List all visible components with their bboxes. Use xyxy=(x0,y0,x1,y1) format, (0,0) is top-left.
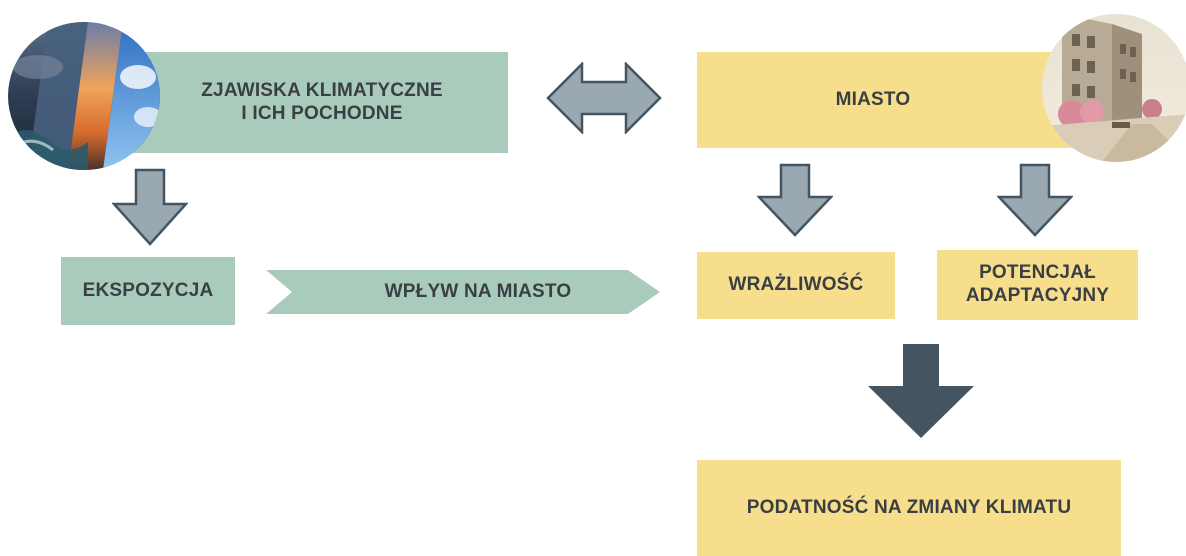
vulnerability-label: PODATNOŚĆ NA ZMIANY KLIMATU xyxy=(746,496,1072,518)
weather-photo-icon xyxy=(8,22,160,170)
bidirectional-arrow-icon xyxy=(546,62,662,134)
exposure-box: EKSPOZYCJA xyxy=(61,257,235,325)
city-label: MIASTO xyxy=(835,88,911,110)
down-arrow-icon xyxy=(757,163,833,237)
impact-chevron: WPŁYW NA MIASTO xyxy=(266,270,660,314)
climate-phenomena-line1: ZJAWISKA KLIMATYCZNE xyxy=(201,79,443,101)
climate-phenomena-box: ZJAWISKA KLIMATYCZNE I ICH POCHODNE xyxy=(96,52,508,153)
sensitivity-box: WRAŻLIWOŚĆ xyxy=(697,252,895,319)
vulnerability-box: PODATNOŚĆ NA ZMIANY KLIMATU xyxy=(697,460,1121,556)
exposure-label: EKSPOZYCJA xyxy=(82,279,214,301)
climate-phenomena-line2: I ICH POCHODNE xyxy=(241,102,403,124)
city-street-photo-icon xyxy=(1042,14,1186,162)
city-box: MIASTO xyxy=(697,52,1109,148)
dark-down-arrow-icon xyxy=(868,344,974,438)
sensitivity-label: WRAŻLIWOŚĆ xyxy=(728,274,864,296)
impact-label: WPŁYW NA MIASTO xyxy=(384,280,572,302)
adaptive-capacity-line1: POTENCJAŁ xyxy=(979,262,1096,284)
adaptive-capacity-line2: ADAPTACYJNY xyxy=(965,285,1110,306)
adaptive-capacity-box: POTENCJAŁ ADAPTACYJNY xyxy=(937,250,1138,320)
down-arrow-icon xyxy=(112,168,188,246)
down-arrow-icon xyxy=(997,163,1073,237)
